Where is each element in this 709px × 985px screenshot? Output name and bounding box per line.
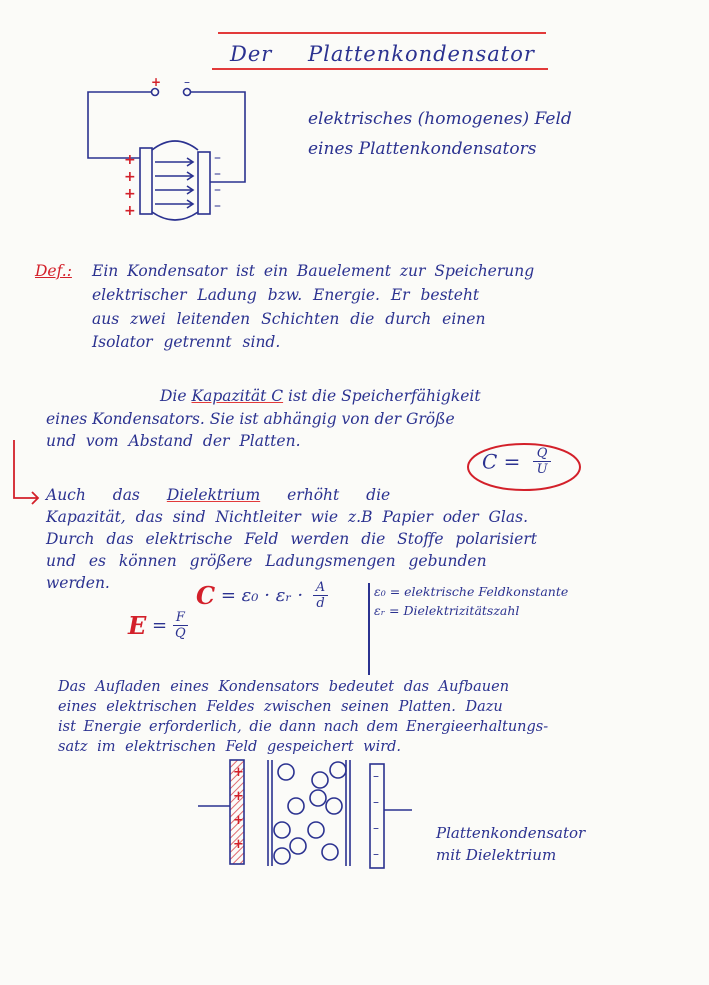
capacity-formula-den: U	[536, 462, 548, 477]
svg-text:–: –	[214, 182, 221, 198]
dielectric-line-3: Durch das elektrische Feld werden die St…	[46, 530, 537, 548]
charging-line-1: Das Aufladen eines Kondensators bedeutet…	[58, 679, 510, 695]
svg-text:+: +	[124, 203, 136, 219]
svg-text:–: –	[214, 166, 221, 182]
definition-line-4: Isolator getrennt sind.	[92, 333, 281, 351]
charging-line-2: eines elektrischen Feldes zwischen seine…	[58, 699, 503, 715]
field-formula-den: Q	[175, 626, 186, 641]
definition-label: Def.:	[35, 262, 72, 280]
capacity-formula-num: Q	[532, 446, 552, 462]
capacitance-formula-den: d	[316, 596, 325, 611]
capacity-prefix: Die	[160, 387, 187, 405]
diagram2-caption-line1: Plattenkondensator	[436, 824, 586, 842]
capacitance-formula: C = ε₀ · εᵣ · A d	[196, 580, 329, 611]
svg-text:+: +	[151, 75, 161, 89]
title-underline	[212, 68, 548, 70]
svg-text:+: +	[124, 169, 136, 185]
dielectric-term: Dielektrium	[166, 486, 261, 504]
dielectric-prefix: Auch das	[46, 486, 140, 504]
dielectric-line-5: werden.	[46, 574, 110, 592]
svg-text:+: +	[233, 813, 244, 828]
page-title: Der Plattenkondensator	[230, 42, 535, 66]
definition-line-3: aus zwei leitenden Schichten die durch e…	[92, 310, 486, 328]
capacitance-formula-lhs: C	[196, 581, 216, 610]
definition-line-1: Ein Kondensator ist ein Bauelement zur S…	[92, 262, 535, 280]
margin-arrow	[13, 440, 40, 505]
field-formula-lhs: E	[128, 611, 147, 640]
legend-line-1: ε₀ = elektrische Feldkonstante	[374, 584, 569, 599]
field-formula-eq: =	[152, 615, 168, 636]
dielectric-line-1: Auch das Dielektrium erhöht die	[46, 484, 390, 506]
svg-text:–: –	[373, 769, 379, 783]
capacitance-formula-num: A	[312, 580, 329, 596]
diagram2-caption-line2: mit Dielektrium	[436, 846, 557, 864]
capacity-formula-ellipse	[467, 443, 581, 491]
field-formula-num: F	[172, 610, 188, 626]
title-top-rule	[218, 32, 546, 34]
dielectric-line-4: und es können größere Ladungsmengen gebu…	[46, 552, 487, 570]
capacity-line-2: eines Kondensators. Sie ist abhängig von…	[46, 410, 455, 428]
charging-line-4: satz im elektrischen Feld gespeichert wi…	[58, 739, 402, 755]
svg-text:+: +	[233, 789, 244, 804]
capacity-suffix: ist die Speicherfähigkeit	[288, 387, 481, 405]
svg-text:–: –	[373, 847, 379, 861]
svg-text:–: –	[373, 795, 379, 809]
svg-text:–: –	[184, 75, 190, 89]
charging-line-3: ist Energie erforderlich, die dann nach …	[58, 719, 549, 735]
diagram1-caption-line2: eines Plattenkondensators	[308, 139, 537, 159]
capacitance-formula-rhs: = ε₀ · εᵣ ·	[220, 585, 304, 606]
legend-divider	[368, 583, 370, 675]
capacity-formula-lhs: C =	[482, 449, 521, 474]
legend-line-2: εᵣ = Dielektrizitätszahl	[374, 603, 520, 618]
dielectric-suffix: erhöht die	[287, 486, 391, 504]
dielectric-line-2: Kapazität, das sind Nichtleiter wie z.B …	[46, 508, 529, 526]
capacity-term: Kapazität C	[191, 387, 284, 405]
field-formula: E = F Q	[128, 610, 188, 641]
svg-text:–: –	[214, 150, 221, 166]
capacity-formula: C = Q U	[482, 446, 552, 477]
definition-line-2: elektrischer Ladung bzw. Energie. Er bes…	[92, 286, 480, 304]
svg-text:–: –	[373, 821, 379, 835]
svg-text:–: –	[214, 198, 221, 214]
svg-text:+: +	[233, 837, 244, 852]
svg-text:+: +	[124, 152, 136, 168]
svg-text:+: +	[233, 765, 244, 780]
diagram1-caption-line1: elektrisches (homogenes) Feld	[308, 109, 572, 129]
capacity-line-3: und vom Abstand der Platten.	[46, 432, 301, 450]
svg-text:+: +	[124, 186, 136, 202]
capacity-line-1: Die Kapazität C ist die Speicherfähigkei…	[160, 385, 481, 407]
